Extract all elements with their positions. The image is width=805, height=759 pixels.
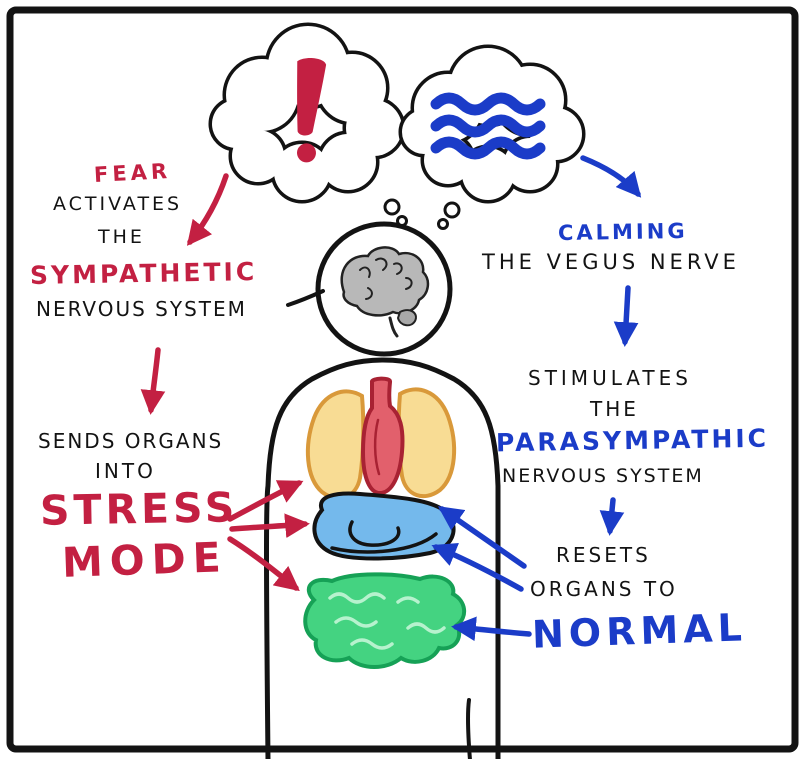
normal-organ-arrow-2 [431, 543, 524, 592]
stress-arrows [140, 173, 310, 592]
stress-organ-arrow-3 [227, 536, 300, 592]
sends-organs-label: SENDS ORGANS [38, 429, 224, 453]
fear-thought-bubble [208, 22, 406, 204]
thought-trail-left [383, 198, 408, 227]
into-label: INTO [95, 459, 156, 483]
calm-arrows [431, 155, 642, 642]
brain-icon [340, 246, 430, 338]
activates-label: ACTIVATES [53, 193, 183, 215]
head-pointer-line [286, 289, 325, 307]
vagus-arrow-down [613, 285, 639, 347]
nervous-system-label-left: NERVOUS SYSTEM [36, 297, 247, 321]
stress-arrow-down [140, 347, 166, 415]
fear-label: FEAR [93, 158, 172, 188]
waves-icon [430, 92, 546, 160]
parasympathic-label: PARASYMPATHIC [495, 423, 770, 458]
body-line [465, 698, 472, 759]
calm-thought-bubble [398, 44, 586, 204]
calming-arrow-curved [580, 155, 642, 198]
vegus-nerve-label: THE VEGUS NERVE [482, 250, 740, 274]
fear-arrow-curved [186, 173, 229, 246]
stress-label: STRESS [39, 483, 239, 535]
normal-organ-arrow-3 [451, 616, 532, 642]
sympathetic-label: SYMPATHETIC [29, 257, 258, 290]
normal-label: NORMAL [531, 605, 748, 657]
resets-arrow-down [599, 497, 625, 536]
the-label-left: THE [98, 226, 145, 248]
stimulates-label: STIMULATES [528, 366, 692, 390]
brainstem [388, 316, 399, 338]
calming-label: CALMING [557, 218, 688, 246]
diagram-border [6, 6, 799, 753]
thought-trail-right [437, 201, 461, 230]
exclamation-icon [296, 58, 327, 163]
the-label-right: THE [590, 397, 639, 421]
organs-to-label: ORGANS TO [530, 577, 678, 601]
cerebellum [396, 309, 417, 327]
nervous-system-label-right: NERVOUS SYSTEM [502, 465, 704, 487]
normal-organ-arrow-1 [437, 506, 527, 569]
mode-label: MODE [61, 533, 229, 587]
stress-organ-arrow-2 [229, 513, 310, 539]
heart [360, 376, 405, 495]
resets-label: RESETS [556, 543, 651, 567]
stress-organ-arrow-1 [227, 480, 304, 522]
stomach [312, 491, 456, 561]
